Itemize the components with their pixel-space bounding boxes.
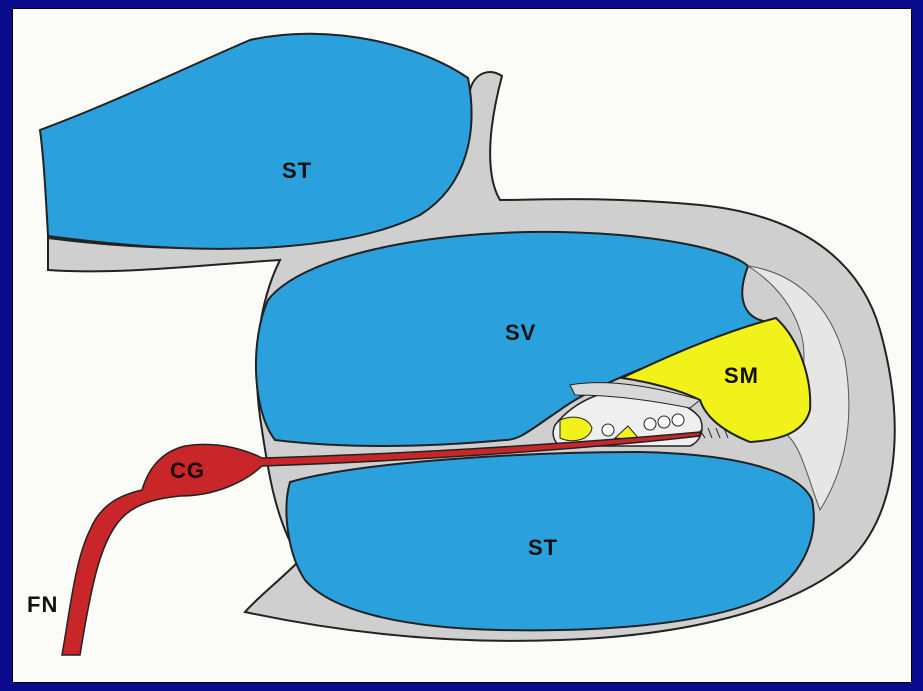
label-st-top: ST [282,158,312,184]
label-sm: SM [724,363,759,389]
hair-cell-3 [658,416,670,428]
label-fn: FN [27,592,58,618]
hair-cell-4 [672,414,684,426]
label-st-bottom: ST [528,535,558,561]
hair-cell-2 [644,418,656,430]
scala-tympani-top [40,34,472,249]
label-sv: SV [505,320,536,346]
hair-cell-1 [602,424,614,436]
label-cg: CG [170,458,205,484]
